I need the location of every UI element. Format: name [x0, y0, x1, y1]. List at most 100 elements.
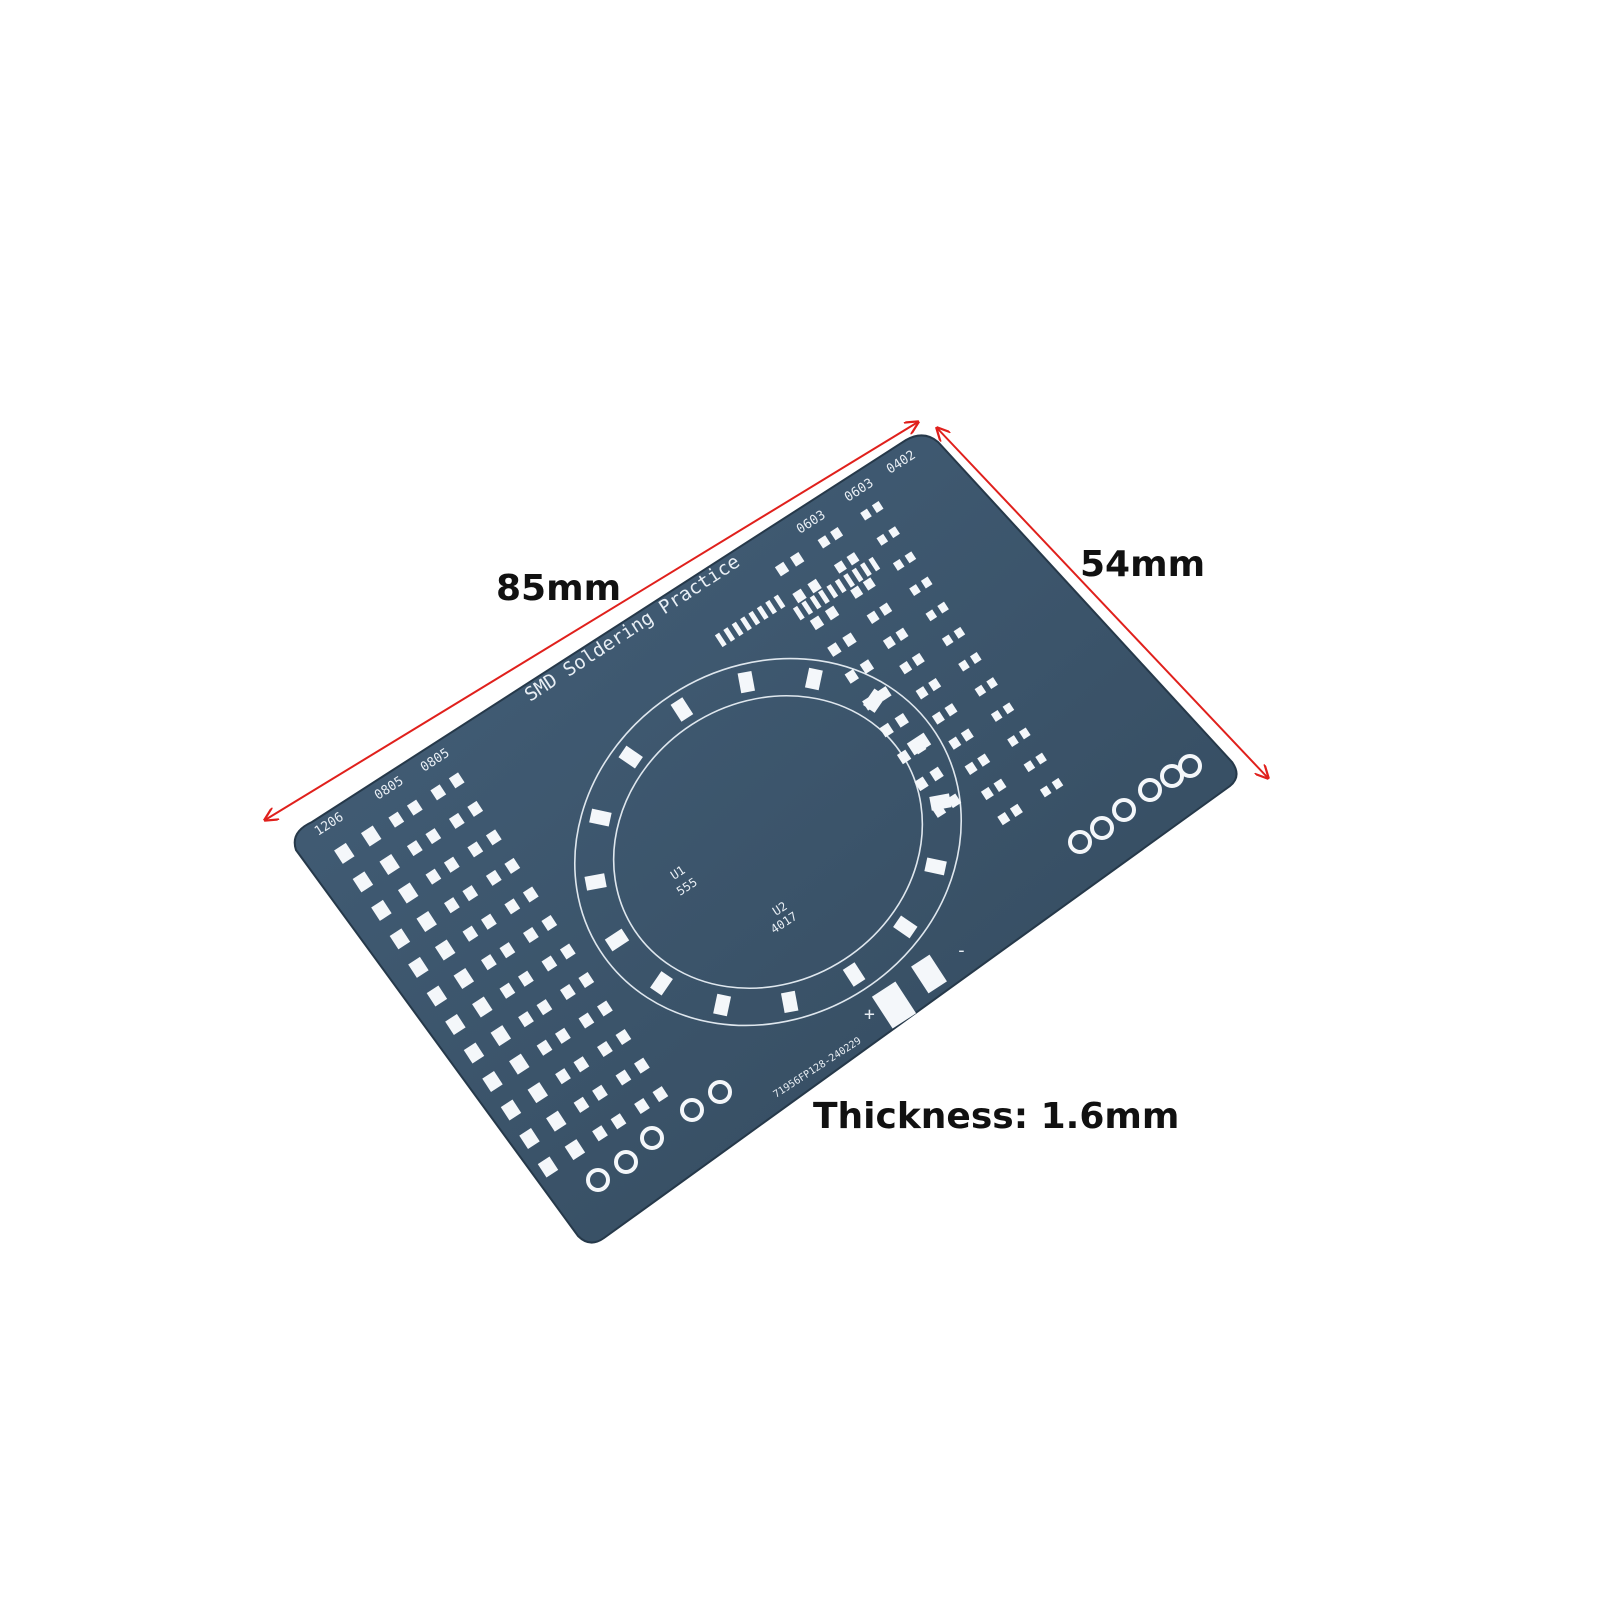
pad-col0-row5-a [426, 985, 448, 1007]
pad-col0-row11-a [537, 1156, 559, 1178]
ic2-pin-8 [859, 562, 872, 577]
pad-col2-row8-b [597, 1000, 613, 1017]
ic1-pin-1 [723, 627, 736, 642]
ring-pad-0 [906, 732, 932, 756]
ic2-pin-9 [868, 556, 881, 572]
pad-col1-row7-b [536, 999, 553, 1016]
pad-col5-row7-b [986, 677, 998, 690]
ic2-pin-1 [801, 600, 814, 615]
ring-pad-12 [670, 697, 694, 722]
pad-col0-row2-b [397, 882, 419, 904]
pad-col5-row6-b [969, 652, 982, 664]
pad-col5-row5-b [953, 626, 966, 639]
pad-col0-row9-b [527, 1082, 549, 1104]
pad-col4-row3-a [866, 610, 880, 624]
pad-col2-row2-b [485, 829, 502, 846]
pad-col5-row7-a [974, 684, 987, 697]
ring-pad-2 [924, 857, 947, 876]
pad-col5-row3-a [909, 584, 921, 597]
pad-col2-row8-a [578, 1012, 595, 1029]
pad-col0-row2-a [371, 899, 392, 921]
test-point-8 [1112, 798, 1136, 822]
pad-col2-row10-b [634, 1057, 650, 1074]
pad-col1-row6-b [518, 970, 534, 987]
pad-col3-row7-a [896, 749, 912, 765]
pad-col3-row4-b [859, 659, 875, 674]
through-hole-pads [586, 754, 1202, 1192]
pad-col5-row1-a [876, 533, 889, 546]
pad-col3-row3-b [842, 632, 857, 648]
ring-pad-10 [589, 808, 612, 827]
pad-col2-row6-b [559, 943, 576, 960]
pad-col4-row6-a [915, 686, 929, 700]
pad-col0-row10-a [519, 1127, 540, 1150]
ic2-pin-7 [851, 567, 864, 583]
pad-col4-row4-b [895, 627, 909, 641]
pad-col3-row1-a [792, 588, 807, 604]
pad-col3-row4-a [844, 669, 859, 684]
pad-col5-row4-a [925, 609, 938, 622]
pad-col4-row10-a [980, 786, 994, 801]
pad-col2-row1-b [467, 800, 484, 817]
ic1-pin-7 [773, 594, 786, 610]
pad-col4-row2-a [850, 585, 864, 599]
pad-col1-row7-a [518, 1011, 534, 1028]
test-point-7 [1090, 816, 1114, 840]
pad-col2-row2-a [467, 841, 484, 858]
pad-col0-row8-b [509, 1053, 530, 1075]
pad-col3-row9-b [946, 793, 962, 809]
ic1-pin-2 [731, 621, 744, 637]
ic1-pin-5 [756, 605, 769, 620]
pad-col2-row4-b [522, 886, 539, 903]
pad-col2-row9-a [597, 1040, 613, 1058]
pad-col3-row3-a [827, 642, 842, 657]
pad-col0-row4-b [434, 939, 456, 961]
pad-col1-row4-a [462, 925, 479, 942]
pad-col5-row4-b [937, 601, 949, 614]
ring-pad-11 [618, 745, 643, 769]
ring-pad-6 [713, 993, 732, 1017]
pad-col4-row0-b [830, 527, 844, 541]
pad-col0-row6-b [472, 996, 493, 1018]
pad-col1-row6-a [499, 982, 516, 999]
ring-pad-3 [893, 915, 918, 939]
pad-col0-row7-a [463, 1042, 485, 1064]
ic2-pin-2 [809, 594, 822, 610]
pad-col0-row1-b [379, 853, 400, 876]
ic2-pin-0 [792, 605, 805, 621]
pad-col2-row5-a [523, 926, 539, 944]
pad-col5-row9-a [1007, 735, 1019, 748]
pad-col0-row11-b [564, 1139, 586, 1161]
ring-pad-15 [863, 688, 886, 713]
pad-col5-row3-b [920, 576, 933, 589]
ic2-pin-4 [826, 584, 839, 599]
test-point-5 [708, 1080, 732, 1104]
pad-col3-row8-a [914, 776, 929, 792]
length-label: 85mm [496, 568, 622, 609]
pad-col3-row2-a [809, 615, 825, 631]
pad-col4-row0-a [817, 535, 831, 549]
pad-col1-row3-b [462, 885, 479, 902]
ic2-pin-6 [843, 573, 856, 588]
pad-col1-row8-a [536, 1039, 553, 1056]
width-label: 54mm [1080, 544, 1206, 585]
pad-col2-row1-a [448, 812, 465, 829]
polarity-plus: + [864, 1004, 875, 1025]
pad-col4-row1-a [833, 560, 847, 574]
pad-col5-row0-b [871, 501, 884, 513]
ic1-pin-6 [765, 599, 778, 615]
pad-col4-row6-b [928, 677, 942, 692]
pad-col4-row7-b [944, 703, 958, 717]
pad-col1-row10-a [573, 1096, 590, 1113]
pad-col2-row11-a [634, 1097, 650, 1115]
ic-label-u2: U2 [770, 899, 790, 919]
pad-col4-row9-b [977, 753, 991, 767]
test-point-10 [1160, 764, 1184, 788]
pad-col4-row7-a [931, 711, 945, 725]
ring-pad-5 [780, 990, 799, 1014]
test-point-4 [680, 1098, 704, 1122]
pad-col1-row1-a [406, 840, 423, 857]
pad-col2-row11-b [652, 1086, 669, 1103]
outer-ring [574, 657, 962, 1027]
ring-pad-8 [604, 928, 630, 952]
